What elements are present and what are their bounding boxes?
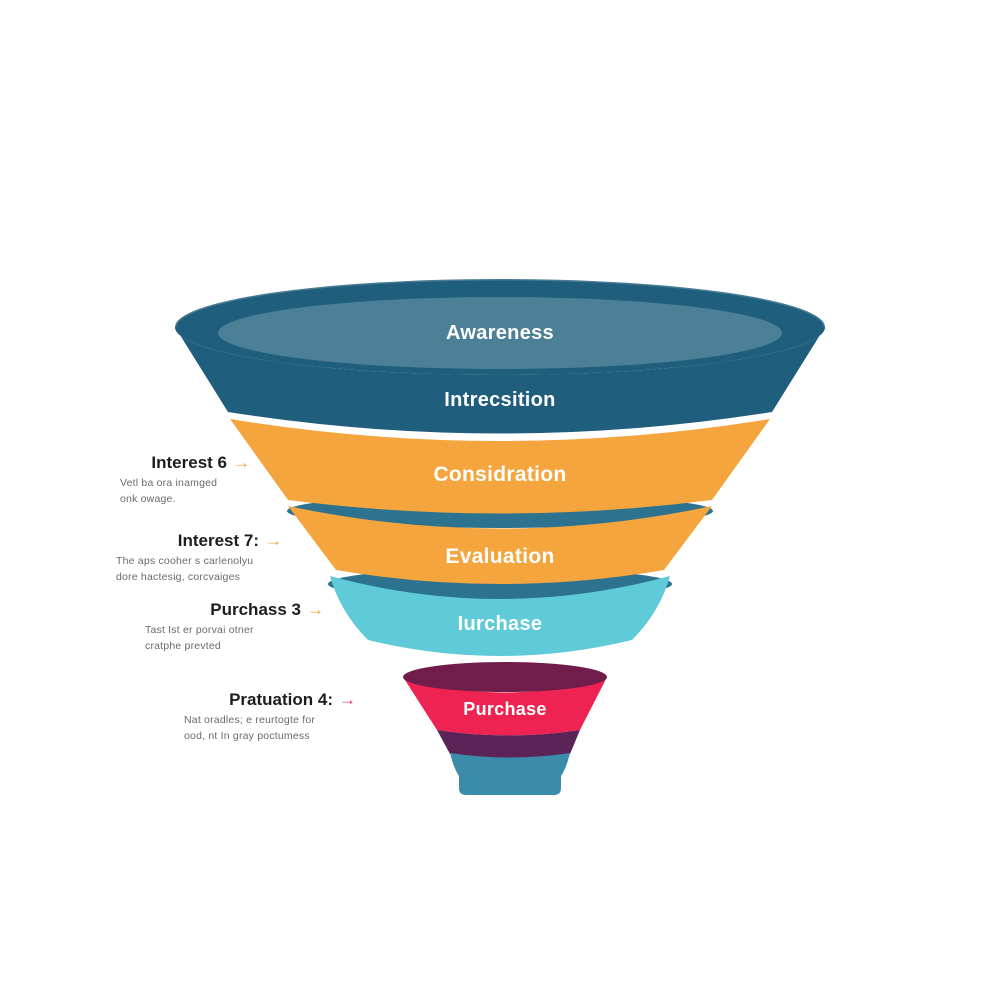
stage-label-iurchase: Iurchase: [458, 613, 543, 635]
funnel-rim-highlight: [173, 277, 827, 328]
annotation-subtext-line: The aps cooher s carlenolyu: [116, 555, 254, 567]
small-funnel-purple-band: [437, 730, 580, 759]
arrow-icon: →: [233, 453, 250, 472]
small-funnel-rim: [403, 662, 607, 692]
stage-label-evaluation: Evaluation: [445, 545, 554, 568]
annotation-subtext-line: ood, nt In gray poctumess: [184, 729, 310, 742]
stage-label-purchase: Purchase: [463, 699, 546, 719]
annotation-title: Pratuation 4: →: [184, 690, 356, 709]
arrow-icon: →: [265, 531, 282, 550]
annotation-title: Purchass 3 →: [145, 600, 324, 619]
annotation-title-text: Purchass 3: [210, 600, 301, 619]
stage-label-intrecsition: Intrecsition: [444, 389, 555, 411]
stage-evaluation-band: [288, 506, 712, 584]
arrow-icon: →: [339, 690, 356, 709]
small-funnel-stem: [450, 753, 570, 795]
stage-label-considration: Considration: [433, 463, 566, 486]
annotation-subtext-line: dore hactesig, corcvaiges: [116, 570, 241, 583]
annotation-subtext-line: Nat oradles; e reurtogte for: [184, 714, 316, 726]
annotation-subtext-line: cratphe prevted: [145, 639, 221, 652]
annotation-title-text: Pratuation 4:: [229, 690, 333, 709]
stage-iurchase-band: [330, 576, 670, 656]
stage-considration-band: [230, 419, 770, 514]
annotation-pratuation-4: Pratuation 4: → Nat oradles; e reurtogte …: [184, 690, 356, 745]
annotation-interest-6: Interest 6 → Vetl ba ora inamged onk owag…: [120, 453, 250, 508]
annotation-subtext: Tast Ist er porvai otner cratphe prevted: [145, 623, 324, 655]
annotation-title-text: Interest 6: [151, 453, 227, 472]
annotation-subtext-line: Vetl ba ora inamged: [120, 477, 218, 489]
annotation-subtext: The aps cooher s carlenolyu dore hactesi…: [116, 554, 282, 586]
stage-label-awareness: Awareness: [446, 322, 554, 344]
annotation-title: Interest 7: →: [116, 531, 282, 550]
annotation-title: Interest 6 →: [120, 453, 250, 472]
annotation-subtext-line: onk owage.: [120, 492, 176, 505]
annotation-subtext: Nat oradles; e reurtogte for ood, nt In …: [184, 713, 356, 745]
annotation-purchass-3: Purchass 3 → Tast Ist er porvai otner cra…: [145, 600, 324, 655]
annotation-interest-7: Interest 7: → The aps cooher s carlenolyu…: [116, 531, 282, 586]
stage-awareness-cone: [175, 327, 825, 434]
stage-purchase-band: [403, 677, 607, 736]
annotation-title-text: Interest 7:: [177, 531, 259, 550]
annotation-subtext-line: Tast Ist er porvai otner: [145, 624, 254, 636]
arrow-icon: →: [307, 600, 324, 619]
funnel-mouth-inner: [218, 297, 782, 369]
annotation-subtext: Vetl ba ora inamged onk owage.: [120, 476, 250, 508]
